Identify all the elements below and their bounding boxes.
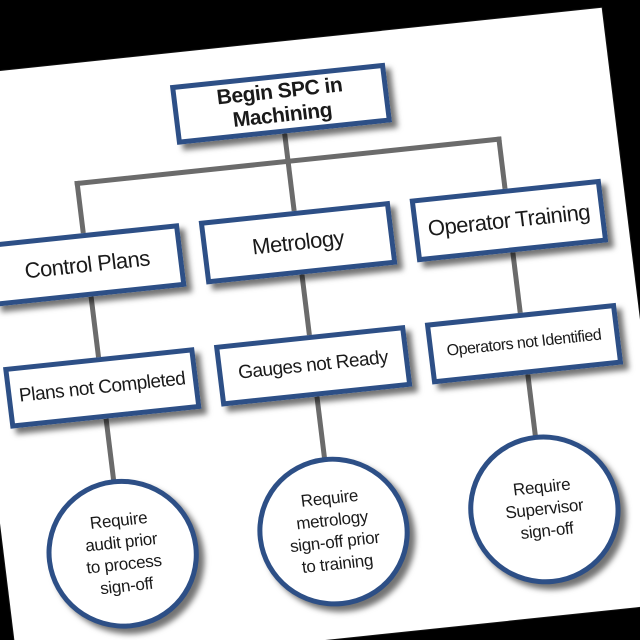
diagram-page: Begin SPC in Machining Control Plans Met… [0,7,640,640]
link-control-issue [88,291,102,360]
link-metrology-issue [298,269,313,338]
link-training-action [524,369,539,438]
link-training-issue [509,247,524,316]
action-label: Require metrology sign-off prior to trai… [288,485,381,577]
category-label: Operator Training [426,199,592,241]
category-label: Metrology [250,225,346,260]
branch-stem-training [496,136,508,192]
branch-stem-metrology [285,158,297,214]
root-stem [281,128,291,165]
action-label: Require audit prior to process sign-off [84,508,163,599]
issue-label: Plans not Completed [17,368,187,407]
action-label: Require Supervisor sign-off [504,474,585,543]
category-label: Control Plans [23,245,152,284]
link-control-action [103,414,117,483]
issue-label: Gauges not Ready [236,347,390,384]
connector-lines [74,128,539,483]
link-metrology-action [313,391,328,460]
branch-stem-control [74,180,87,236]
issue-label: Operators not Identified [445,326,603,360]
